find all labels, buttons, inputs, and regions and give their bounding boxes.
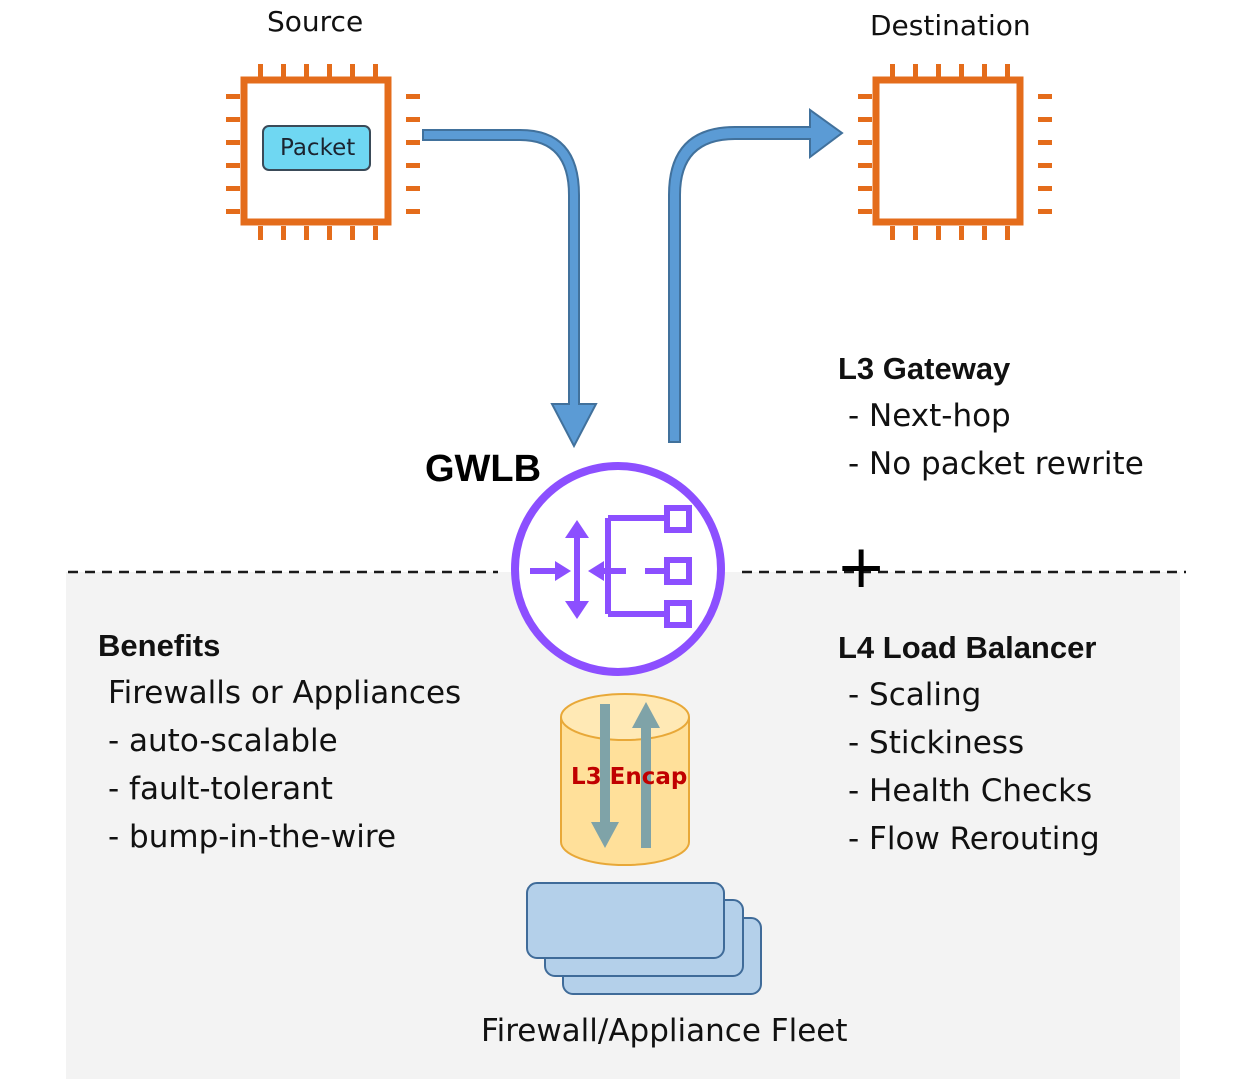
destination-label: Destination [870,9,1031,42]
encap-label: L3 Encap [571,764,688,790]
packet-box [262,125,371,171]
gateway-load-balancer-icon [511,462,725,676]
arrow-gwlb-to-destination [668,108,844,443]
source-label: Source [267,5,364,38]
fleet-label: Firewall/Appliance Fleet [481,1013,848,1049]
l3-gateway-item: - No packet rewrite [848,446,1144,482]
packet-label: Packet [280,135,356,161]
benefits-title: Benefits [98,628,221,663]
benefits-item: - fault-tolerant [108,771,333,807]
gwlb-label: GWLB [425,448,542,490]
benefits-item: - bump-in-the-wire [108,819,397,855]
l3-gateway-item: - Next-hop [848,398,1011,434]
l4-load-balancer-title: L4 Load Balancer [838,630,1097,665]
destination-chip-icon [858,64,1052,240]
l4-load-balancer-item: - Flow Rerouting [848,821,1100,857]
l4-load-balancer-item: - Stickiness [848,725,1025,761]
appliance-fleet-icon [526,882,762,995]
arrow-source-to-gwlb [422,129,598,449]
l4-load-balancer-item: - Scaling [848,677,982,713]
l4-load-balancer-item: - Health Checks [848,773,1093,809]
l3-gateway-title: L3 Gateway [838,351,1011,386]
plus-symbol: + [836,532,887,602]
encap-cylinder-icon [560,693,690,866]
benefits-item: - auto-scalable [108,723,338,759]
benefits-subtitle: Firewalls or Appliances [108,675,462,711]
